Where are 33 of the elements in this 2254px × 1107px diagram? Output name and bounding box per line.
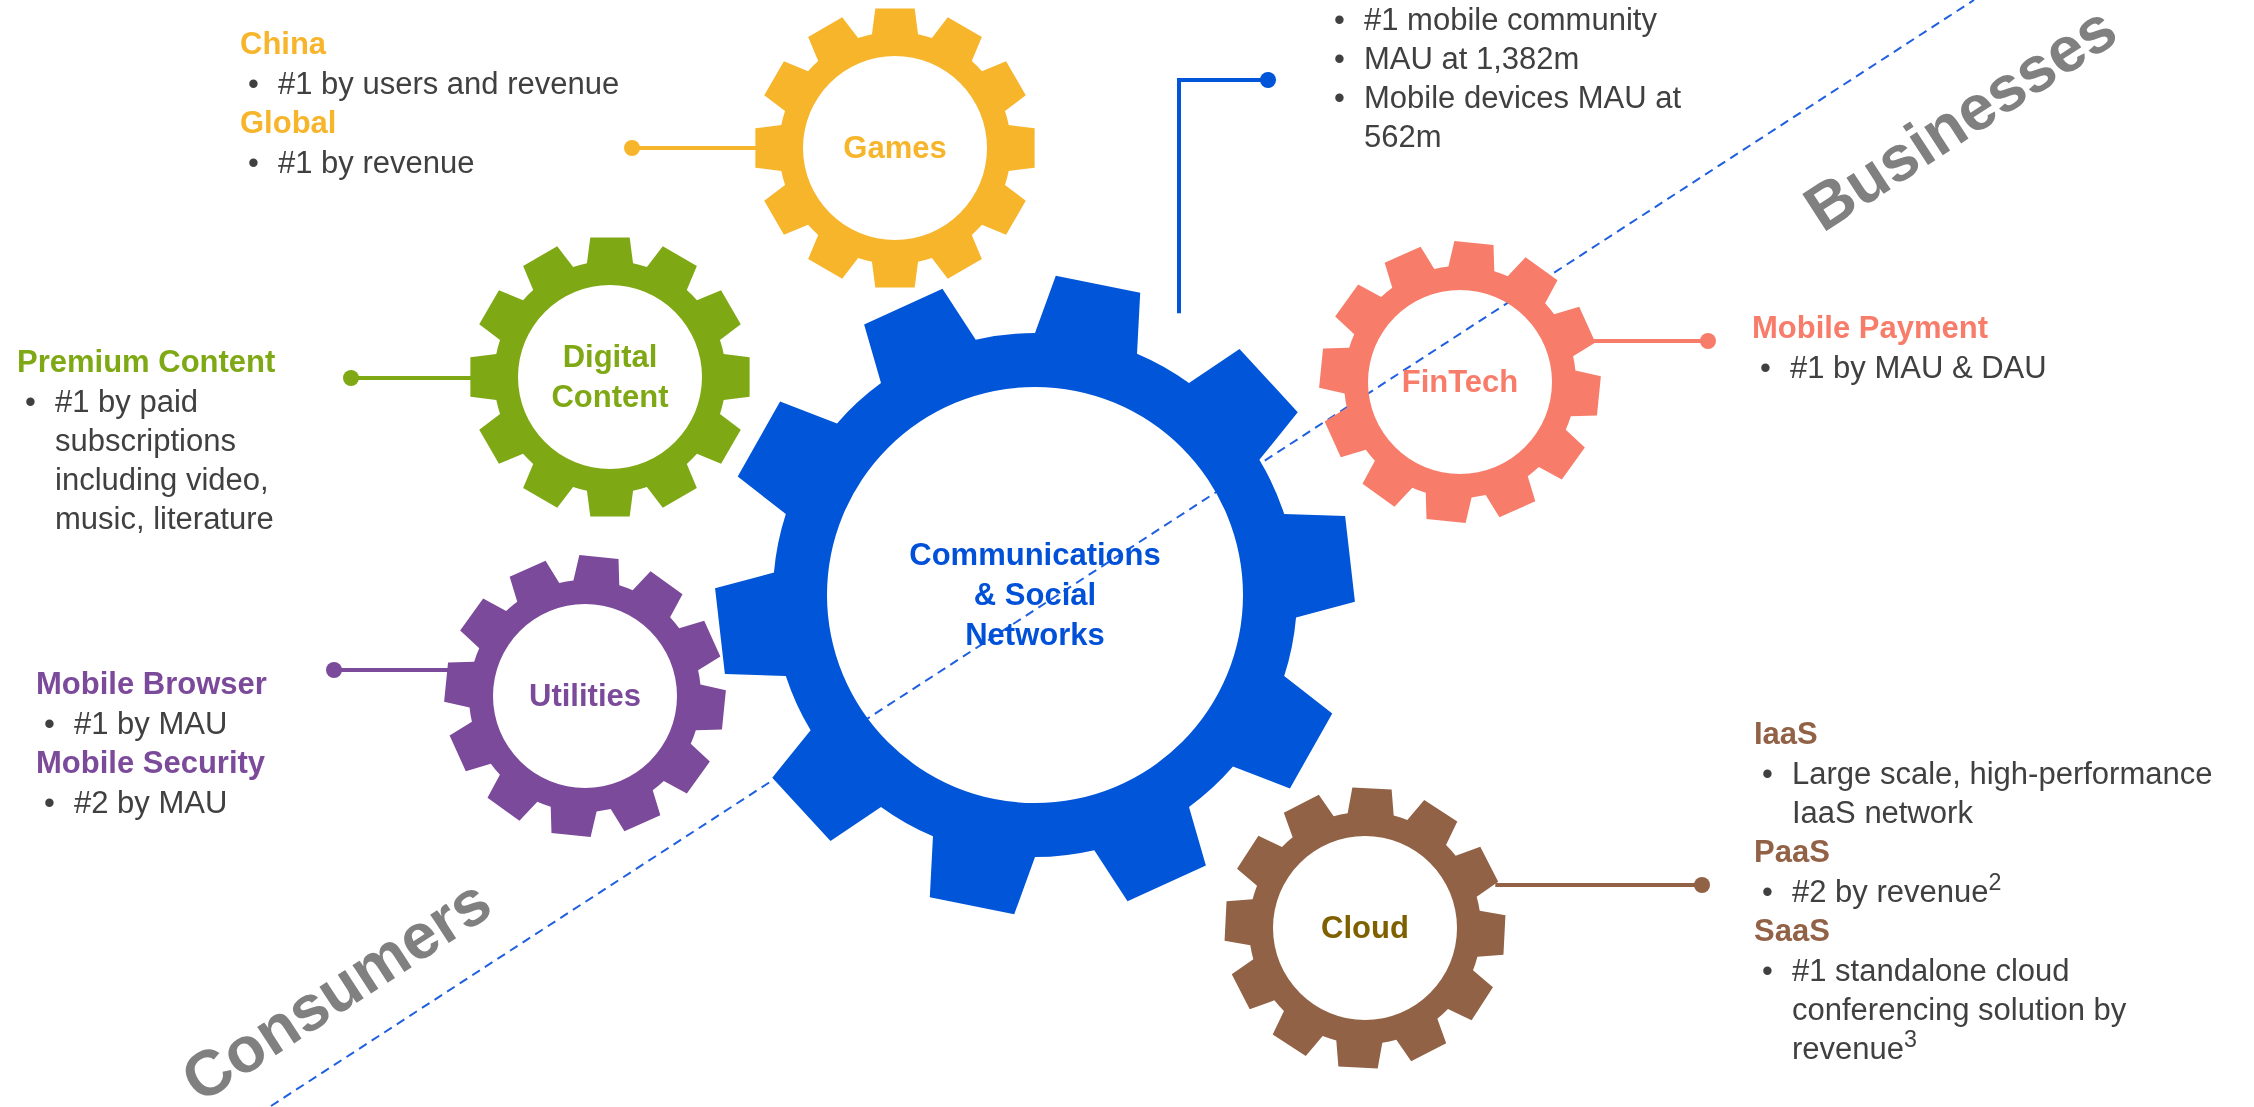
- segment-heading: China: [240, 25, 327, 63]
- segment-heading: PaaS: [1754, 833, 1830, 871]
- bullet-item: • #1 by users and revenue: [247, 65, 620, 103]
- segment-heading: SaaS: [1754, 912, 1830, 950]
- bullet-item: • Large scale, high-performance IaaS network: [1761, 755, 2214, 832]
- bullet-item: • #2 by MAU: [43, 784, 228, 822]
- bullet-item: • Mobile devices MAU at 562m: [1333, 79, 1682, 156]
- gear-label: FinTech: [1401, 363, 1519, 401]
- gear-label: Communications & Social Networks: [908, 536, 1162, 654]
- bullet-item: • MAU at 1,382m: [1333, 40, 1580, 78]
- segment-heading: Mobile Payment: [1752, 309, 1988, 347]
- bullet-item: • #1 by MAU & DAU: [1759, 349, 2047, 387]
- segment-heading: Mobile Browser: [36, 665, 267, 703]
- bullet-item: • #1 by paid subscriptions including video, music, literature: [24, 383, 275, 538]
- gear-label: Cloud: [1321, 909, 1409, 947]
- gear-label: Utilities: [529, 677, 641, 715]
- gear-label: Digital Content: [550, 338, 670, 416]
- bullet-item: • #1 by MAU: [43, 705, 228, 743]
- segment-heading: IaaS: [1754, 715, 1818, 753]
- bullet-item: • #1 by revenue: [247, 144, 475, 182]
- connector-line: [326, 662, 451, 678]
- connector-line: [343, 370, 473, 386]
- bullet-item: • #1 standalone cloud conferencing solution by revenue$^{3}$: [1761, 952, 2128, 1068]
- bullet-item: • #2 by revenue$^{2}$: [1761, 872, 2002, 911]
- connector-line: [1590, 333, 1716, 349]
- segment-heading: Global: [240, 104, 337, 142]
- connector-line: [1495, 877, 1710, 893]
- connector-line: [1177, 72, 1276, 314]
- connector-line: [624, 140, 758, 156]
- bullet-item: • #1 mobile community: [1333, 1, 1657, 39]
- segment-heading: Mobile Security: [36, 744, 266, 782]
- gear-label: Games: [843, 129, 947, 167]
- segment-heading: Premium Content: [17, 343, 276, 381]
